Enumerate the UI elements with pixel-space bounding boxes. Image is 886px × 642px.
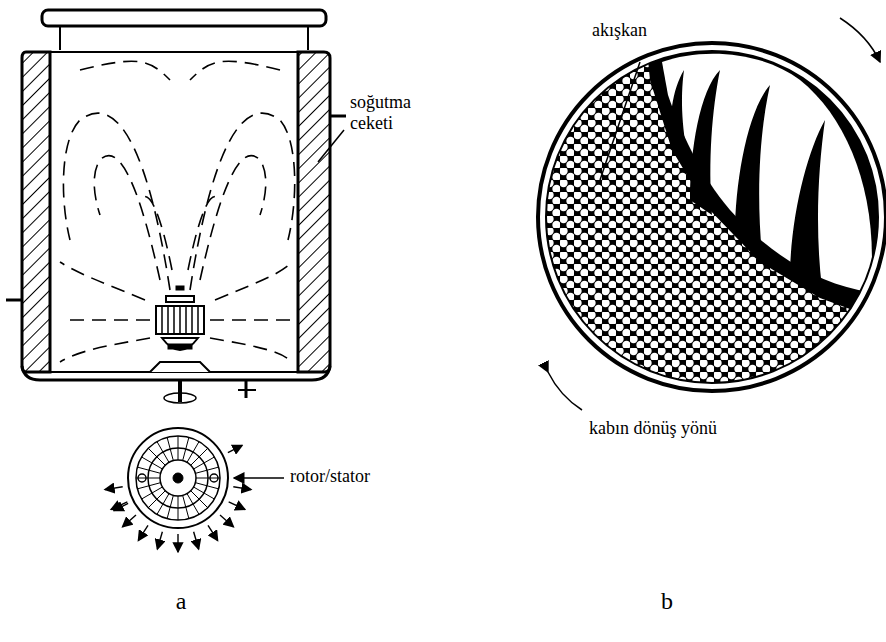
stator-slot — [183, 495, 189, 518]
flow-arrow — [122, 515, 136, 527]
flow-arrow — [220, 515, 234, 527]
part-label: akışkan — [592, 20, 682, 41]
direction-label: kabın dönüş yönü — [588, 418, 718, 439]
flow-arrow — [208, 525, 218, 540]
stator-slot — [178, 436, 179, 460]
jacket-label: soğutma ceketi — [350, 92, 430, 133]
stator-slot — [194, 457, 215, 469]
stator-slot — [167, 495, 173, 518]
stator-slot — [136, 478, 160, 479]
flow-arrow — [233, 487, 251, 490]
flow-arrow — [138, 525, 148, 540]
rotating-drum — [520, 18, 886, 420]
part-label: rotor/stator — [290, 466, 410, 487]
stator-slot — [183, 437, 189, 460]
flow-arrow — [157, 532, 162, 549]
stator-slot — [137, 467, 160, 473]
stator-slot — [195, 467, 218, 473]
stator-slot — [137, 483, 160, 489]
stator-slot — [167, 437, 173, 460]
stator-slot — [195, 483, 218, 489]
stator-slot — [187, 494, 199, 515]
flow-arrow — [229, 502, 245, 510]
stator-slot — [157, 442, 169, 463]
flow-arrow — [105, 487, 123, 490]
subfigure-letter: b — [652, 588, 682, 616]
flow-arrow — [177, 534, 178, 552]
stator-slot — [142, 487, 163, 499]
stator-slot — [178, 496, 179, 520]
flow-arrow — [228, 445, 242, 452]
stator-slot — [196, 478, 220, 479]
subfigure-letter: a — [166, 588, 196, 616]
flow-arrow — [114, 503, 128, 510]
flow-arrow — [194, 532, 199, 549]
